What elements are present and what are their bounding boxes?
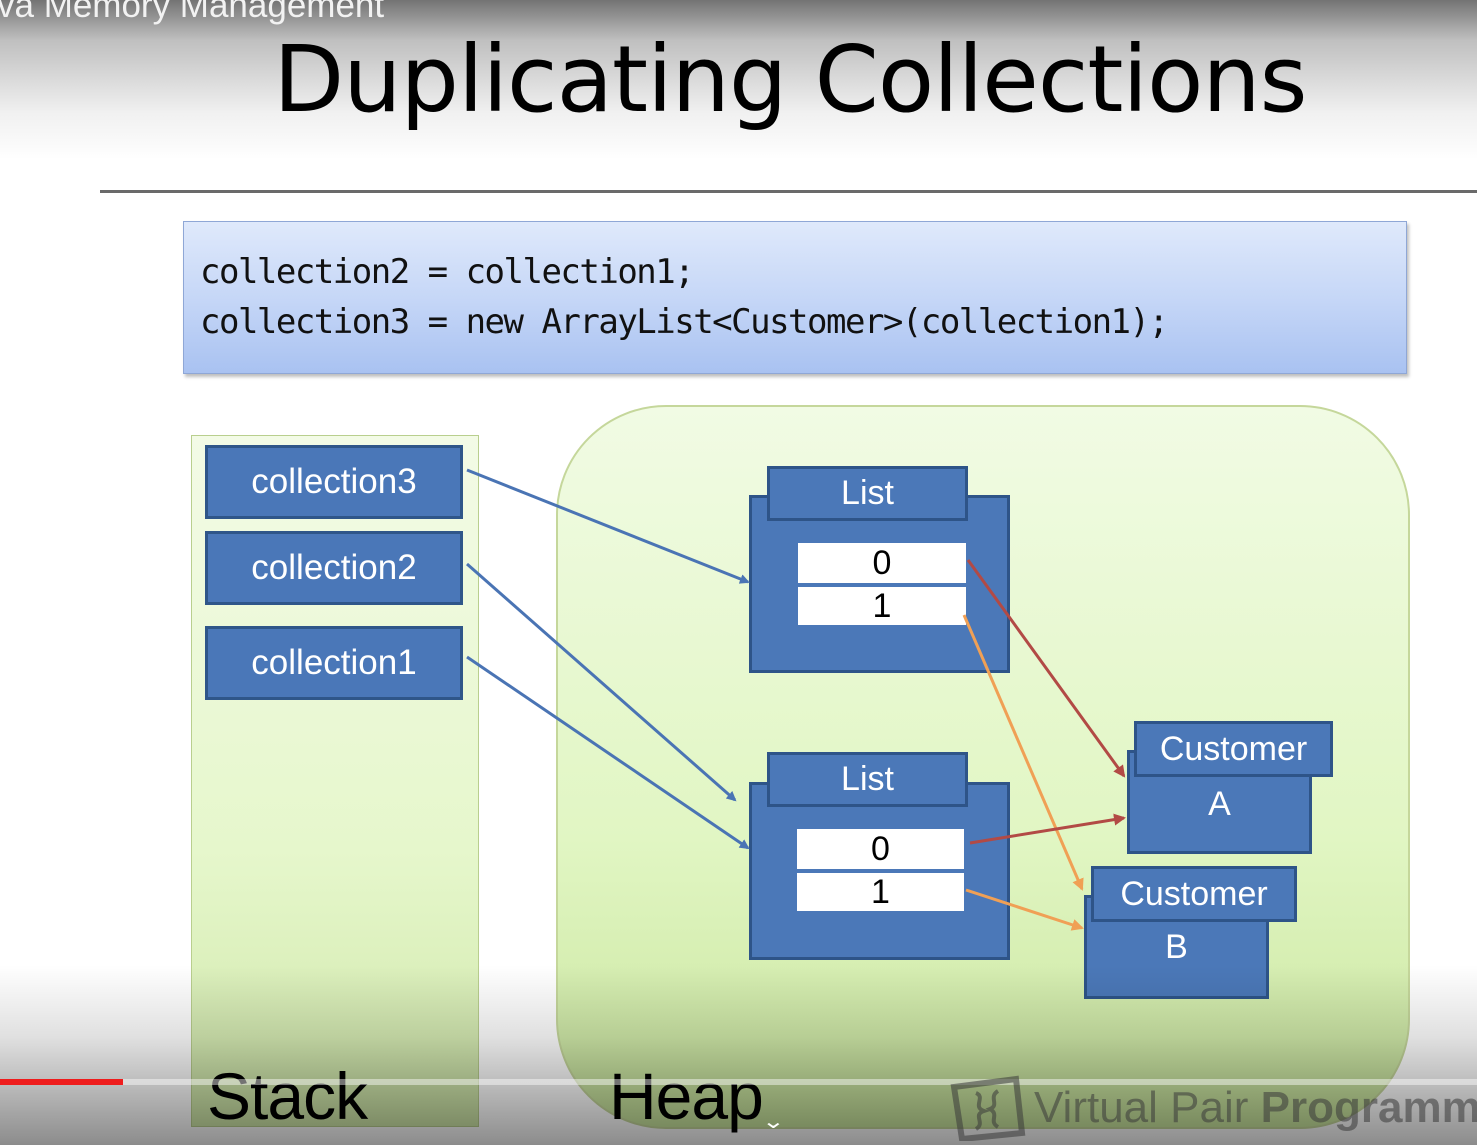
stack-variable-collection2: collection2 [205, 531, 463, 605]
stack-variable-collection3: collection3 [205, 445, 463, 519]
heap-list-copy [749, 495, 1010, 673]
code-line: collection3 = new ArrayList<Customer>(co… [200, 302, 1169, 342]
video-title[interactable]: va Memory Management [0, 0, 385, 25]
video-progress-played [0, 1079, 123, 1085]
list-slot: 0 [797, 829, 964, 869]
chevron-down-icon[interactable]: ⌄ [761, 1109, 786, 1133]
heap-list-original [749, 782, 1010, 960]
heap-list-original-title: List [767, 752, 968, 807]
title-divider [100, 190, 1477, 193]
slide-title: Duplicating Collections [273, 26, 1307, 133]
customer-a-title: Customer [1134, 721, 1333, 777]
watermark-brand-light: Virtual Pair [1034, 1083, 1261, 1132]
customer-a-name: A [1208, 785, 1231, 823]
watermark-brand-bold: Programme [1260, 1083, 1477, 1132]
watermark: Virtual Pair Programme [950, 1075, 1477, 1141]
video-progress-bar[interactable] [0, 1079, 1477, 1085]
stack-label: Stack [207, 1059, 368, 1133]
heap-list-copy-title: List [767, 466, 968, 521]
code-box: collection2 = collection1; collection3 =… [183, 221, 1407, 374]
heap-label: Heap [609, 1059, 764, 1133]
customer-b-title: Customer [1091, 866, 1297, 922]
watermark-text: Virtual Pair Programme [1034, 1083, 1477, 1133]
list-slot: 1 [798, 587, 966, 625]
list-slot: 1 [797, 873, 964, 911]
stack-variable-collection1: collection1 [205, 626, 463, 700]
code-line: collection2 = collection1; [200, 252, 695, 292]
list-slot: 0 [798, 543, 966, 583]
customer-b-name: B [1165, 928, 1188, 966]
vpp-logo-icon [950, 1075, 1026, 1141]
